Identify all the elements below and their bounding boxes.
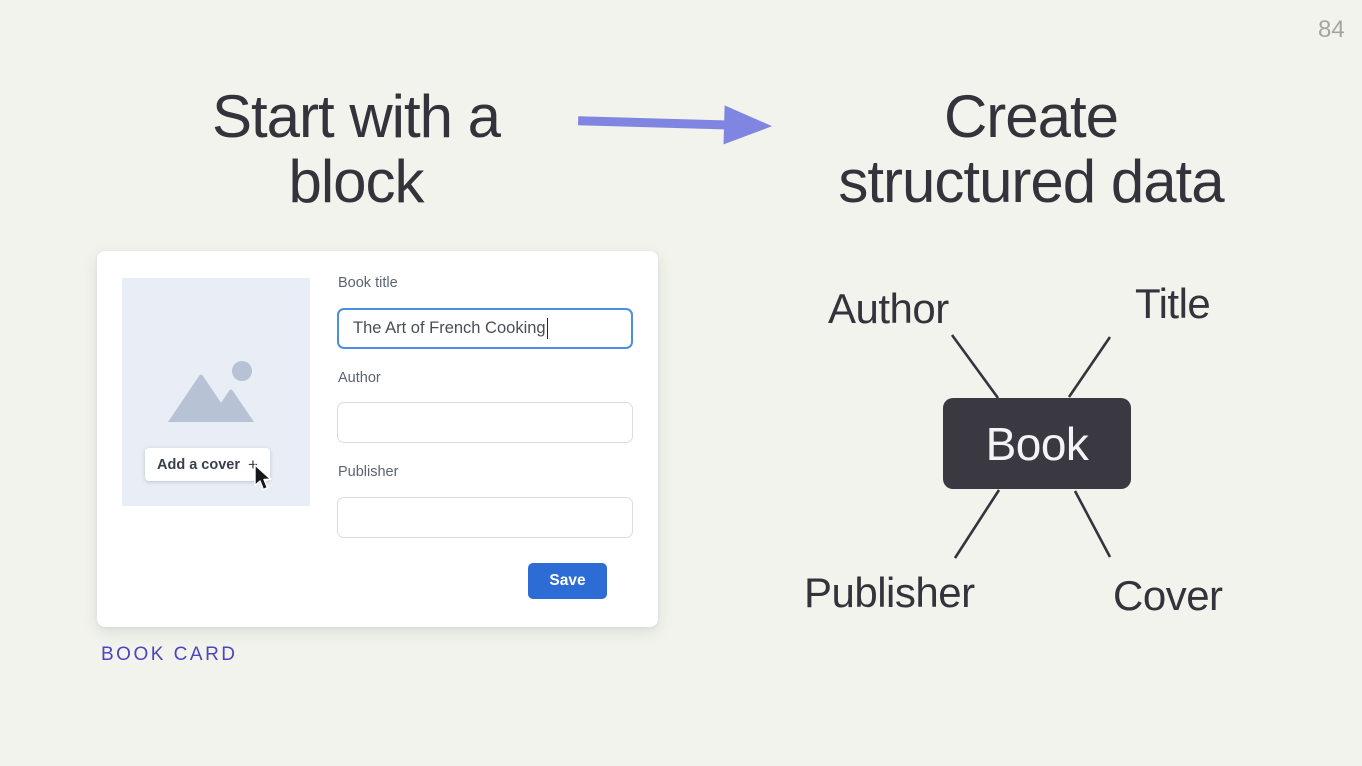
book-form: Book title The Art of French Cooking Aut… <box>337 251 633 627</box>
diagram-label-publisher: Publisher <box>804 569 975 616</box>
plus-icon: + <box>248 454 258 474</box>
structured-data-diagram: Author Title Book Publisher Cover <box>790 270 1260 630</box>
book-card: Add a cover + Book title The Art of Fren… <box>97 251 658 627</box>
right-arrow-icon <box>576 98 776 161</box>
book-title-input[interactable]: The Art of French Cooking <box>337 308 633 349</box>
publisher-label: Publisher <box>338 464 399 480</box>
text-caret <box>546 318 549 339</box>
diagram-label-author: Author <box>828 285 949 332</box>
heading-right-line2: structured data <box>838 148 1224 215</box>
add-cover-button[interactable]: Add a cover + <box>145 448 270 481</box>
diagram-label-cover: Cover <box>1113 572 1223 619</box>
book-node: Book <box>943 398 1131 489</box>
book-title-value: The Art of French Cooking <box>353 319 546 337</box>
author-label: Author <box>338 370 381 386</box>
publisher-input[interactable] <box>337 497 633 538</box>
book-card-caption: BOOK CARD <box>101 644 238 665</box>
author-input[interactable] <box>337 402 633 443</box>
connector-lines <box>950 334 1112 559</box>
heading-create-structured-data: Create structured data <box>796 84 1266 214</box>
book-title-label: Book title <box>338 275 398 291</box>
add-cover-label: Add a cover <box>157 456 240 473</box>
heading-right-line1: Create <box>943 83 1119 150</box>
cover-placeholder: Add a cover + <box>122 278 310 506</box>
diagram-label-title: Title <box>1135 280 1211 327</box>
heading-start-with-a-block: Start with a block <box>136 84 576 214</box>
heading-left-line1: Start with a <box>211 83 501 150</box>
save-button[interactable]: Save <box>528 563 607 599</box>
heading-left-line2: block <box>288 148 424 215</box>
image-placeholder-icon <box>166 358 266 427</box>
page-number: 84 <box>1318 16 1345 43</box>
